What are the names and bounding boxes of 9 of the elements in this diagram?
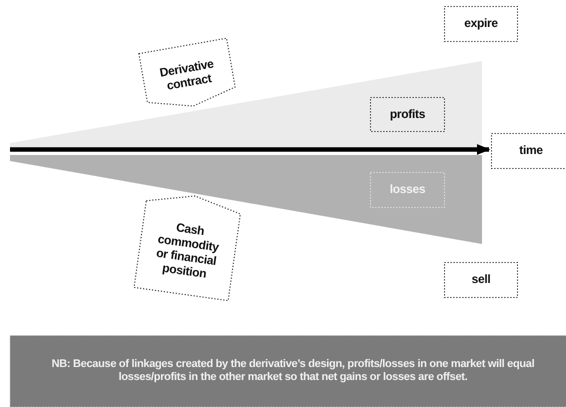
label-text: sell: [472, 273, 490, 287]
label-text: Cash commodity or financial position: [154, 220, 221, 283]
label-text: profits: [390, 108, 426, 122]
label-text: Derivative contract: [158, 56, 216, 95]
note-text: NB: Because of linkages created by the derivative’s design, profits/losses in one market will equal losses/profits in the other market so that net gains or losses are offset.: [50, 358, 536, 384]
time-axis-arrow: [10, 144, 490, 155]
label-text: expire: [464, 17, 498, 31]
label-text: time: [519, 144, 543, 158]
label-text: losses: [390, 183, 426, 197]
